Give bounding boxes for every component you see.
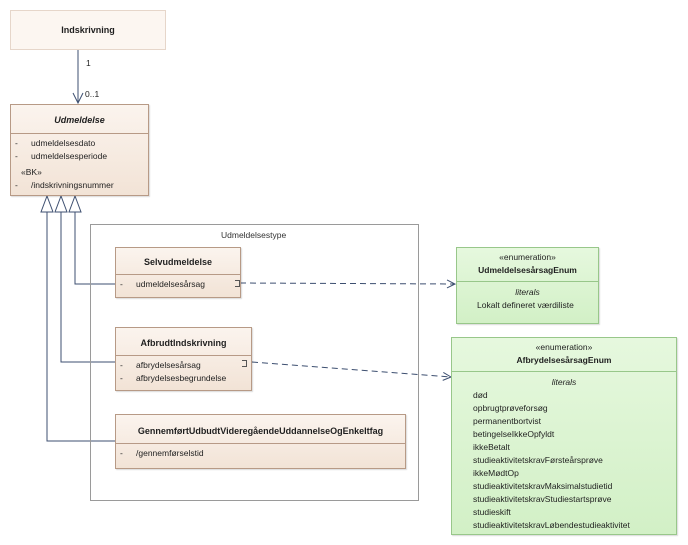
compartment-divider [457,281,598,282]
attribute-afbrydelsesbegrundelse: -afbrydelsesbegrundelse [120,373,227,383]
enum-literal: opbrugtprøveforsøg [473,403,548,413]
enum-section-literals: literals [515,287,540,297]
enum-afbrydelsesaarsag[interactable]: «enumeration» AfbrydelsesårsagEnum liter… [451,337,677,535]
association-indskrivning-udmeldelse [72,50,84,105]
attribute-gennemfoerselstid: -/gennemførselstid [120,448,204,458]
multiplicity-source: 1 [86,58,91,68]
class-name: Indskrivning [61,25,115,35]
generalization-selvudmeldelse [68,194,115,285]
enum-literal: studieskift [473,507,511,517]
class-name: Selvudmeldelse [143,257,213,267]
enum-name: AfbrydelsesårsagEnum [516,355,612,365]
class-udmeldelse[interactable]: Udmeldelse -udmeldelsesdato -udmeldelses… [10,104,149,196]
generalization-afbrudt [54,194,115,363]
enum-literal: Lokalt defineret værdiliste [477,300,574,310]
enum-section-literals: literals [551,377,577,387]
attribute-indskrivningsnummer: -/indskrivningsnummer [15,180,114,190]
class-name: AfbrudtIndskrivning [140,338,227,348]
attribute-anchor-icon [235,280,240,287]
enum-literal: ikkeBetalt [473,442,510,452]
class-name: Udmeldelse [54,115,105,125]
attribute-udmeldelsesaarsag: -udmeldelsesårsag [120,279,205,289]
enum-literal: betingelseIkkeOpfyldt [473,429,555,439]
multiplicity-target: 0..1 [85,89,100,99]
enum-literal: død [473,390,488,400]
dependency-udmeldelsesaarsag [239,283,455,284]
class-indskrivning[interactable]: Indskrivning [10,10,166,50]
stereotype-bk: «BK» [21,167,42,177]
enum-literal: studieaktivitetskravFørsteårsprøve [473,455,603,465]
attribute-udmeldelsesperiode: -udmeldelsesperiode [15,151,108,161]
attribute-anchor-icon [242,360,247,367]
class-name: GennemførtUdbudtVideregåendeUddannelseOg… [137,426,384,436]
enum-udmeldelsesaarsag[interactable]: «enumeration» UdmeldelsesårsagEnum liter… [456,247,599,324]
generalization-gennemfoert [40,194,115,442]
enum-literal: permanentbortvist [473,416,542,426]
enum-stereotype: «enumeration» [535,342,593,352]
enum-literal: studieaktivitetskravStudiestartsprøve [473,494,612,504]
attribute-udmeldelsesdato: -udmeldelsesdato [15,138,96,148]
dependency-afbrydelsesaarsag [251,361,451,377]
enum-name: UdmeldelsesårsagEnum [478,265,577,275]
enum-literal: ikkeMødtOp [473,468,519,478]
compartment-divider [116,443,405,444]
enum-literal: studieaktivitetskravLøbendestudieaktivit… [473,520,630,530]
attribute-afbrydelsesaarsag: -afbrydelsesårsag [120,360,201,370]
package-udmeldelsestype[interactable]: Udmeldelsestype [90,224,419,501]
compartment-divider [116,274,240,275]
class-gennemfoert[interactable]: GennemførtUdbudtVideregåendeUddannelseOg… [115,414,406,469]
enum-literal: studieaktivitetskravMaksimalstudietid [473,481,613,491]
package-label: Udmeldelsestype [221,230,287,240]
compartment-divider [452,371,676,372]
compartment-divider [116,355,251,356]
enum-stereotype: «enumeration» [499,252,556,262]
compartment-divider [11,133,148,134]
class-afbrudtindskrivning[interactable]: AfbrudtIndskrivning -afbrydelsesårsag -a… [115,327,252,391]
class-selvudmeldelse[interactable]: Selvudmeldelse -udmeldelsesårsag [115,247,241,298]
